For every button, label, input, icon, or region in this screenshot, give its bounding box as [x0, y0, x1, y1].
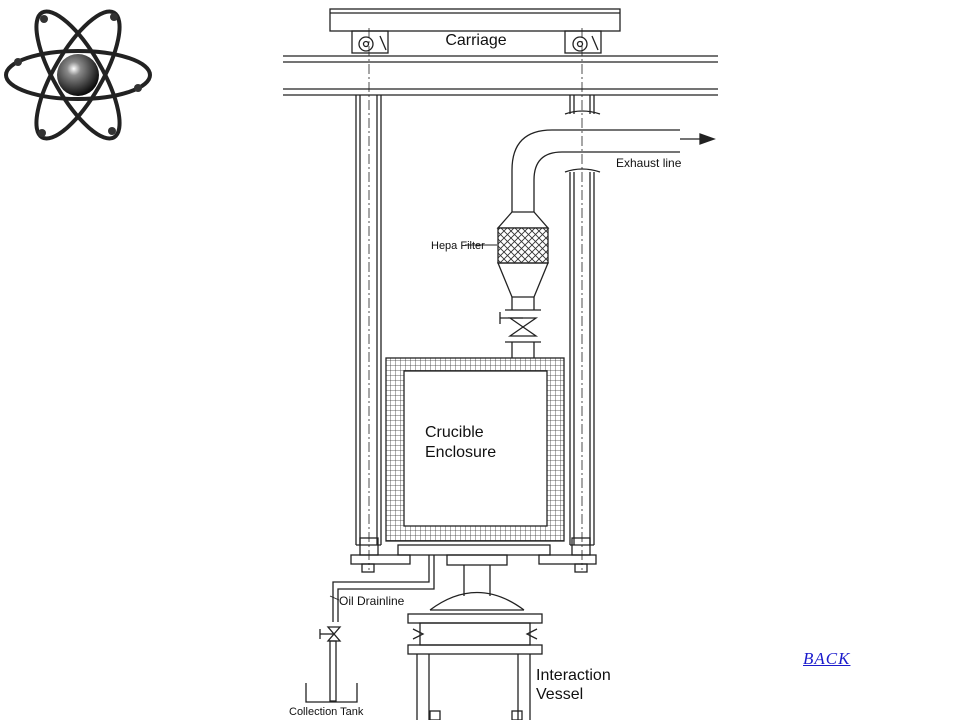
vessel-connector	[429, 554, 525, 611]
atom-icon	[4, 9, 152, 141]
collection-tank-label: Collection Tank	[289, 706, 364, 718]
exhaust-valve	[499, 309, 541, 358]
crucible-enclosure	[385, 357, 565, 542]
interaction-vessel-label-line1: Interaction	[536, 667, 611, 684]
exhaust-line-label: Exhaust line	[616, 156, 682, 170]
back-link[interactable]: BACK	[803, 649, 851, 668]
left-support-column	[355, 95, 382, 546]
hepa-filter-label: Hepa Filter	[431, 240, 485, 252]
oil-drainline-label: Oil Drainline	[339, 594, 405, 608]
exhaust-line	[511, 129, 716, 212]
hepa-filter	[465, 211, 550, 310]
center-lines	[368, 28, 583, 570]
interaction-vessel	[407, 613, 543, 720]
crucible-label-line1: Crucible	[425, 424, 484, 441]
carriage-label: Carriage	[445, 32, 506, 49]
interaction-vessel-label-line2: Vessel	[536, 686, 583, 703]
crucible-label-line2: Enclosure	[425, 444, 496, 461]
right-support-column	[564, 95, 601, 546]
rail-beam	[283, 55, 718, 96]
carriage	[329, 8, 621, 54]
oil-drainline	[305, 555, 435, 703]
